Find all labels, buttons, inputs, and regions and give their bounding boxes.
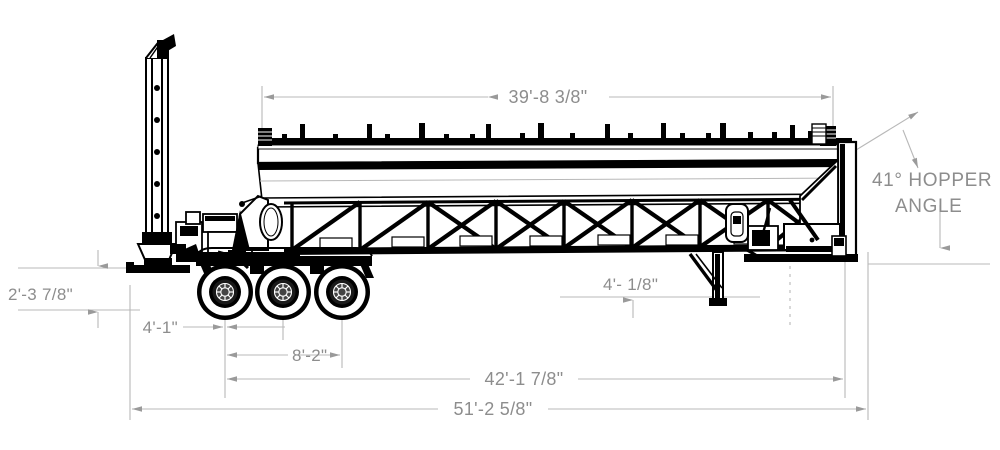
front-step-bracket: [228, 250, 262, 273]
vertical-auger-tower: [126, 34, 190, 273]
leader-hopper-angle-2: [902, 129, 919, 169]
wheel-1: [196, 263, 254, 321]
hopper-angle-label-line1: 41° HOPPER: [872, 170, 992, 191]
wheel-3: [313, 263, 371, 321]
wheel-2: [254, 263, 312, 321]
machine-geometry-layer: [126, 34, 858, 321]
dimension-label-ground-clearance: 2'-3 7/8": [8, 285, 73, 304]
dimension-text-layer: 39'-8 3/8" 2'-3 7/8" 4'-1" 8'-2" 42'-1 7…: [8, 87, 992, 419]
dimension-label-overall-length: 51'-2 5/8": [454, 399, 533, 419]
dimension-label-body-length: 39'-8 3/8": [509, 87, 588, 107]
dimension-label-front-axle-spacing: 4'-1": [143, 318, 178, 337]
rear-hopper-assembly: [741, 123, 858, 262]
dimension-label-axle-spread: 8'-2": [292, 346, 327, 365]
dimension-label-kingpin-to-rear: 42'-1 7/8": [485, 369, 564, 389]
top-rail-with-posts: [257, 123, 853, 150]
side-access-door: [725, 203, 749, 243]
body-front-cone: [232, 194, 283, 251]
hopper-angle-label-line2: ANGLE: [895, 196, 962, 217]
three-axle-wheel-group: [195, 247, 374, 321]
dimension-label-rear-clearance: 4'- 1/8": [603, 275, 658, 294]
landing-gear-leg: [688, 251, 727, 306]
